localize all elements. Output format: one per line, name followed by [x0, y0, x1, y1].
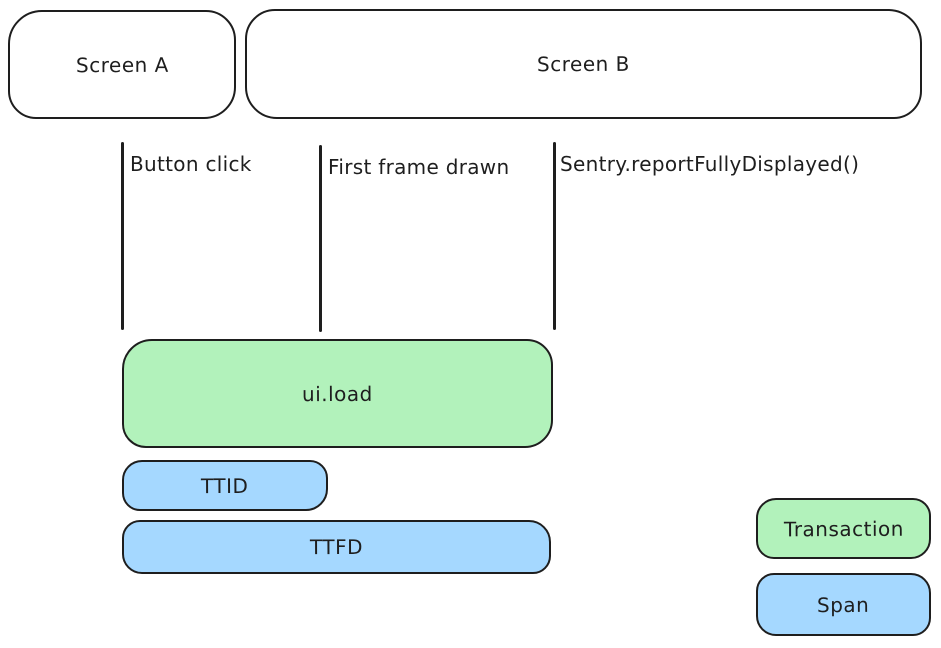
ui-load-transaction-bar: ui.load	[122, 339, 553, 448]
screen-a-label: Screen A	[75, 52, 169, 77]
first-frame-drawn-label: First frame drawn	[328, 155, 510, 179]
screen-b-box: Screen B	[245, 9, 922, 119]
button-click-label: Button click	[130, 152, 252, 176]
ttid-label: TTID	[201, 473, 249, 498]
screen-a-box: Screen A	[8, 10, 236, 119]
ui-load-label: ui.load	[302, 381, 373, 406]
report-fully-displayed-marker-line	[553, 142, 556, 330]
screen-b-label: Screen B	[537, 51, 630, 77]
ttfd-span-bar: TTFD	[122, 520, 551, 574]
report-fully-displayed-label: Sentry.reportFullyDisplayed()	[560, 152, 860, 176]
ttfd-label: TTFD	[309, 534, 364, 560]
first-frame-drawn-marker-line	[319, 145, 322, 332]
legend-transaction-box: Transaction	[756, 498, 931, 559]
legend-transaction-label: Transaction	[783, 516, 904, 541]
legend-span-label: Span	[817, 592, 870, 617]
ttid-span-bar: TTID	[122, 460, 328, 511]
button-click-marker-line	[121, 142, 124, 330]
legend-span-box: Span	[756, 573, 931, 636]
